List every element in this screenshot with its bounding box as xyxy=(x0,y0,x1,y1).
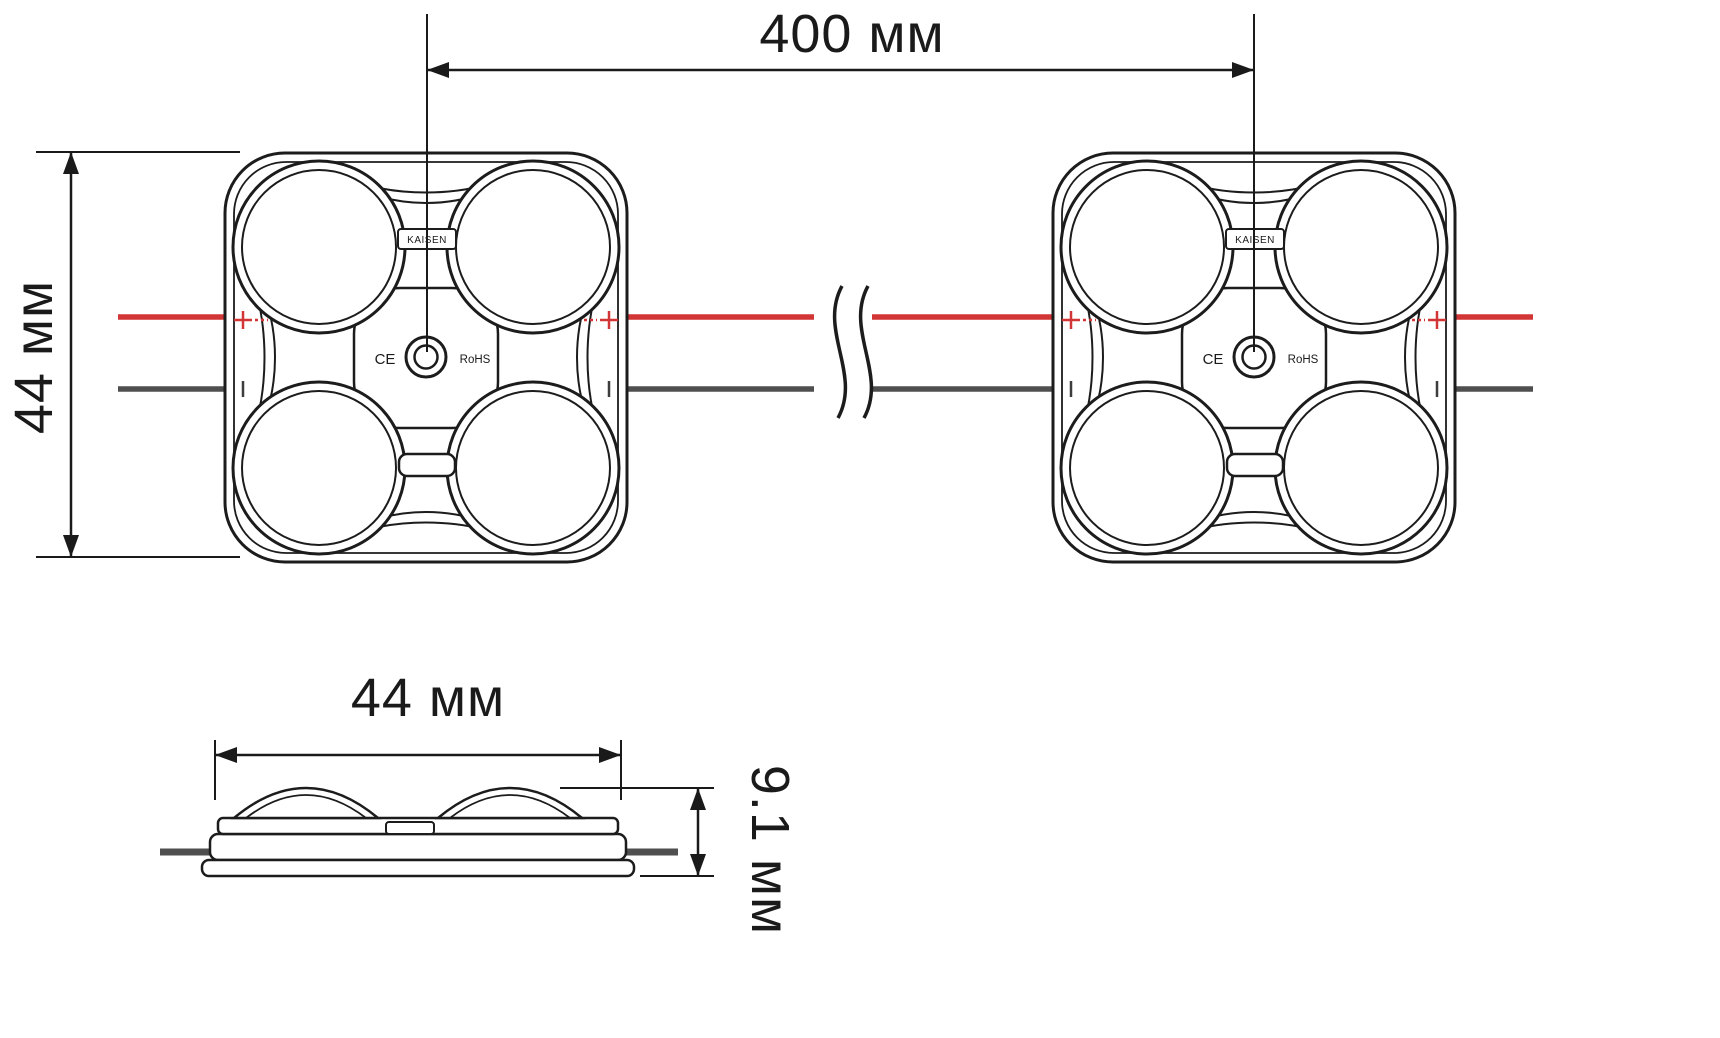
dimension-label-height: 44 мм xyxy=(4,280,64,434)
side-center-tab xyxy=(385,821,435,835)
dimension-label-spacing: 400 мм xyxy=(759,4,944,64)
width-arrow-right xyxy=(599,747,621,763)
side-lens-dome-left-inner xyxy=(245,794,367,819)
wire-break-symbol xyxy=(832,285,874,419)
dimension-module-width: 44 мм xyxy=(214,668,622,800)
dimension-label-width: 44 мм xyxy=(351,668,505,728)
break-curve-left xyxy=(832,285,848,419)
spacing-arrow-left xyxy=(427,62,449,78)
dimension-module-spacing: 400 мм xyxy=(427,4,1254,78)
side-lens-dome-right xyxy=(434,786,586,820)
dimension-module-thickness: 9.1 мм xyxy=(560,765,800,935)
side-lens-dome-left xyxy=(230,786,382,820)
thickness-arrow-bottom xyxy=(690,854,706,876)
dimension-label-thickness: 9.1 мм xyxy=(740,765,800,935)
width-arrow-left xyxy=(215,747,237,763)
break-curve-right xyxy=(858,285,874,419)
side-view xyxy=(160,786,678,878)
thickness-arrow-top xyxy=(690,788,706,810)
side-bottom-lip xyxy=(200,858,636,878)
side-lens-dome-right-inner xyxy=(449,794,571,819)
height-arrow-bottom xyxy=(63,535,79,557)
height-arrow-top xyxy=(63,152,79,174)
spacing-arrow-right xyxy=(1232,62,1254,78)
dimension-module-height: 44 мм xyxy=(4,151,240,558)
side-base-plate xyxy=(208,832,628,862)
